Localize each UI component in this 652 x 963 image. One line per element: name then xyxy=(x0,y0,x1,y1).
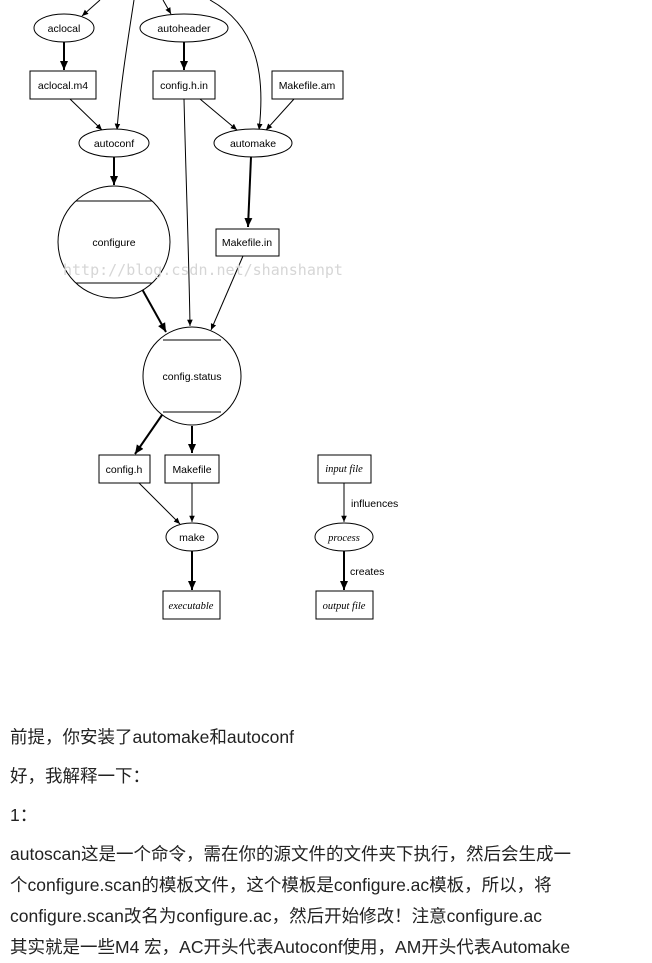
node-aclocal-shape xyxy=(33,13,95,43)
node-configure-label: configure xyxy=(92,237,135,249)
node-confighin-label: config.h.in xyxy=(160,80,208,92)
edge-automake-makefilein xyxy=(244,156,253,228)
article-paragraph-line: autoscan这是一个命令，需在你的源文件的文件夹下执行，然后会生成一 xyxy=(10,844,572,864)
edge-configh-make xyxy=(138,482,181,525)
node-makefile-shape xyxy=(164,454,220,484)
edge-confighin-configstatus xyxy=(183,98,193,327)
node-configstatus-label: config.status xyxy=(163,371,222,383)
edge-confighin-automake xyxy=(199,98,238,131)
article-line-premise: 前提，你安装了automake和autoconf xyxy=(10,727,294,747)
node-makefilein-label: Makefile.in xyxy=(222,237,272,249)
legend-output-file-label: output file xyxy=(323,601,366,612)
edge-configure-configstatus xyxy=(141,288,167,333)
article-paragraph-line: configure.scan改名为configure.ac，然后开始修改！注意c… xyxy=(10,906,542,926)
edge-makefilein-configstatus xyxy=(210,255,244,331)
node-automake-label: automake xyxy=(230,138,276,150)
node-autoheader-label: autoheader xyxy=(157,23,211,35)
node-executable-label: executable xyxy=(169,601,214,612)
edge-top-to-autoheader xyxy=(162,0,172,15)
article-paragraph-line: 个configure.scan的模板文件，这个模板是configure.ac模板… xyxy=(10,875,552,895)
node-confighin-shape xyxy=(152,70,216,100)
article-body: 前提，你安装了automake和autoconf 好，我解释一下： 1： aut… xyxy=(10,722,610,963)
node-configstatus-shape xyxy=(142,326,242,426)
legend-process-label: process xyxy=(327,533,360,544)
node-makefile-label: Makefile xyxy=(172,464,211,476)
legend-input-file-shape xyxy=(317,454,372,484)
edge-aclocalm4-autoconf xyxy=(69,98,103,131)
legend-output-file-shape xyxy=(315,590,374,620)
node-configh-label: config.h xyxy=(106,464,143,476)
legend-input-file-label: input file xyxy=(325,464,363,475)
node-makefileam-shape xyxy=(271,70,344,100)
legend-creates-label: creates xyxy=(350,566,384,578)
article-line-step-number: 1： xyxy=(10,805,38,825)
legend-influences-label: influences xyxy=(351,498,398,510)
autotools-flow-diagram: aclocal autoheader aclocal.m4 config.h.i… xyxy=(29,0,398,620)
edge-top-to-automake xyxy=(209,0,263,131)
node-autoconf-shape xyxy=(78,128,150,158)
node-autoconf-label: autoconf xyxy=(94,138,134,150)
edge-configstatus-configh xyxy=(134,414,163,455)
edge-makefileam-automake xyxy=(265,98,295,131)
article-line-intro: 好，我解释一下： xyxy=(10,766,150,786)
node-makefileam-label: Makefile.am xyxy=(279,80,336,92)
node-make-label: make xyxy=(179,532,205,544)
node-configh-shape xyxy=(98,454,151,484)
node-aclocalm4-label: aclocal.m4 xyxy=(38,80,88,92)
node-autoheader-shape xyxy=(139,13,229,43)
edge-top-to-aclocal xyxy=(81,0,101,17)
watermark-text: http://blog.csdn.net/shanshanpt xyxy=(63,261,343,279)
article-paragraph-line: 其实就是一些M4 宏，AC开头代表Autoconf使用，AM开头代表Automa… xyxy=(10,937,571,957)
legend-process-shape xyxy=(314,522,374,552)
node-makefilein-shape xyxy=(215,228,280,257)
node-aclocalm4-shape xyxy=(29,70,97,100)
node-configure-shape xyxy=(57,185,171,299)
node-executable-shape xyxy=(162,590,221,620)
node-aclocal-label: aclocal xyxy=(48,23,81,35)
edge-top-to-autoconf xyxy=(114,0,135,131)
node-make-shape xyxy=(165,522,219,552)
node-automake-shape xyxy=(213,128,293,158)
